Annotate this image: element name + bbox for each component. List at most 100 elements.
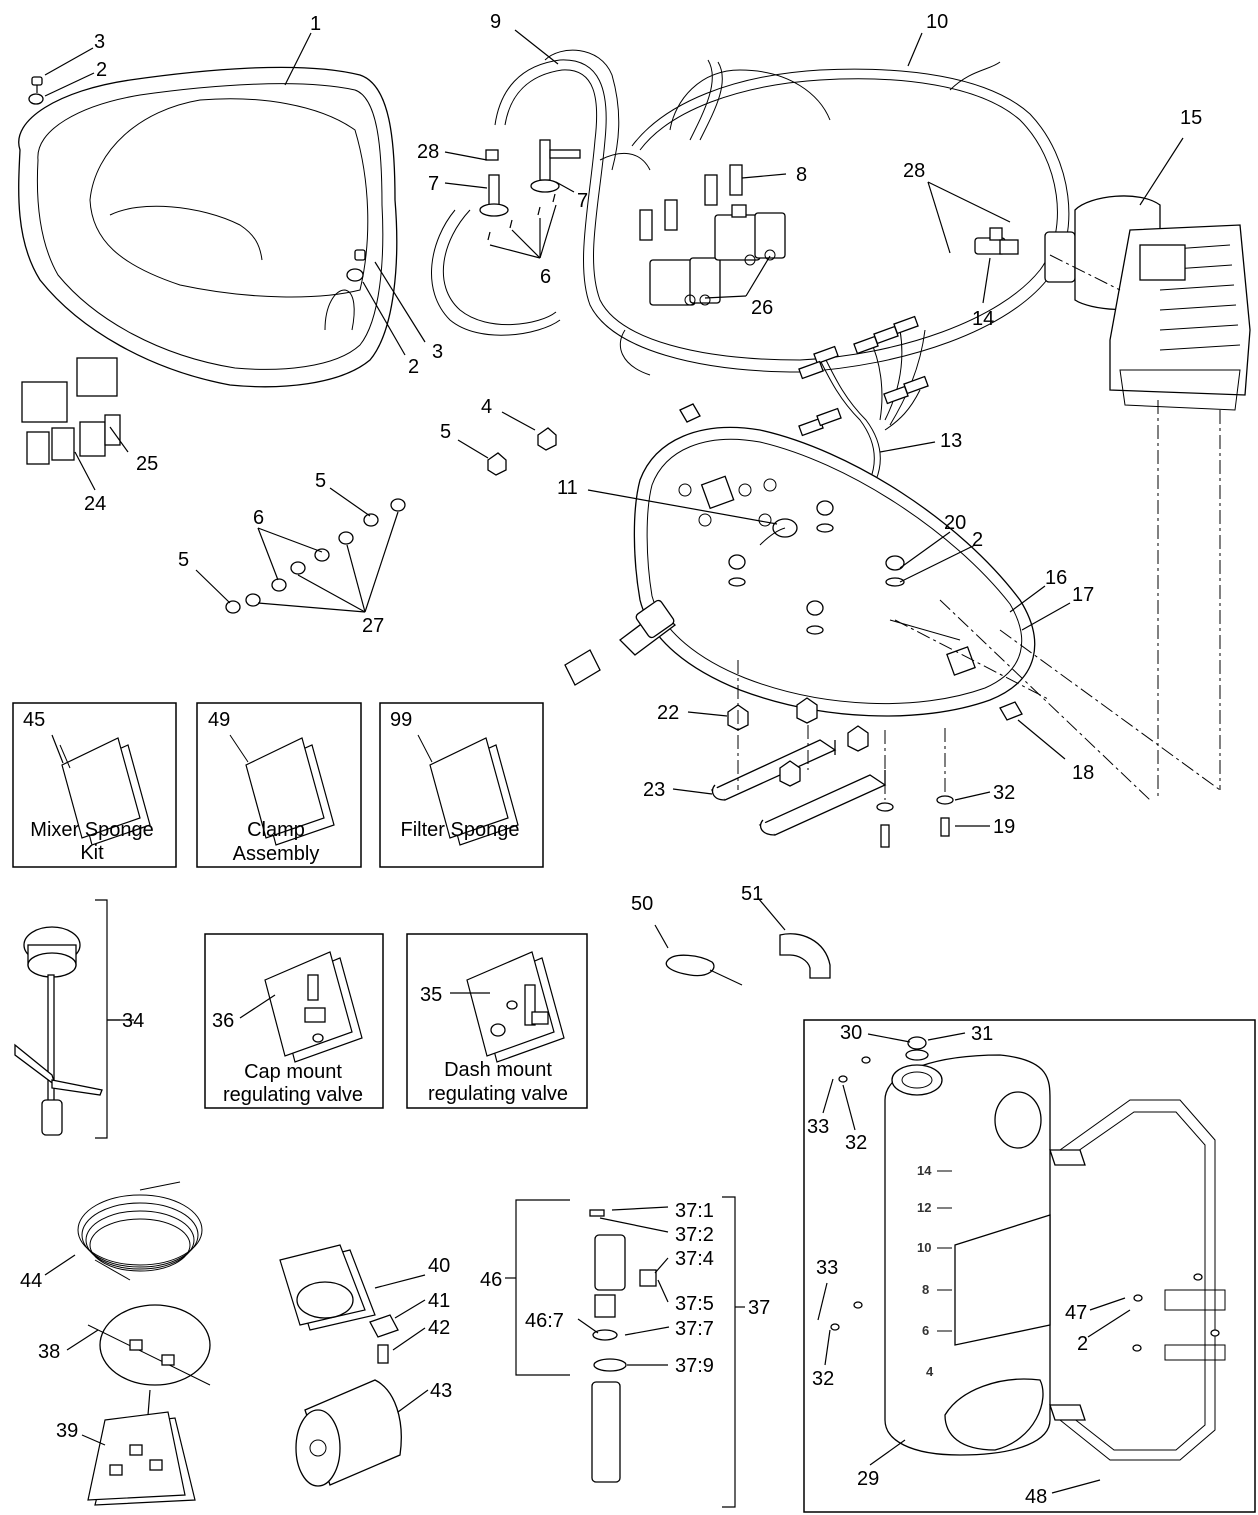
callout-38: 38 <box>38 1341 60 1363</box>
callout-33: 33 <box>816 1257 838 1279</box>
callout-24: 24 <box>84 493 106 515</box>
callout-43: 43 <box>430 1380 452 1402</box>
callout-48: 48 <box>1025 1486 1047 1508</box>
kit-caption-mixer-sponge-1: Mixer Sponge <box>30 819 153 841</box>
screw-washer-right <box>346 249 366 282</box>
callout-3: 3 <box>94 31 105 53</box>
kit-caption-mixer-sponge-2: Kit <box>80 842 104 864</box>
callout-32: 32 <box>845 1132 867 1154</box>
kit-box-filter-sponge <box>379 702 544 868</box>
kit-bag-40 <box>279 1244 376 1331</box>
callout-37-5: 37:5 <box>675 1293 714 1315</box>
plate-38 <box>87 1304 211 1416</box>
kit-caption-dash-mount-1: Dash mount <box>444 1059 552 1081</box>
callout-7: 7 <box>577 190 588 212</box>
callout-51: 51 <box>741 883 763 905</box>
callout-41: 41 <box>428 1290 450 1312</box>
tank-scale-mark: 6 <box>922 1323 929 1338</box>
callout-23: 23 <box>643 779 665 801</box>
callout-42: 42 <box>428 1317 450 1339</box>
tank-frame-48 <box>1049 1099 1226 1461</box>
callout-6: 6 <box>253 507 264 529</box>
tank-scale-mark: 14 <box>917 1163 932 1178</box>
callout-30: 30 <box>840 1022 862 1044</box>
callout-49: 49 <box>208 709 230 731</box>
callout-37-4: 37:4 <box>675 1248 714 1270</box>
callout-2: 2 <box>96 59 107 81</box>
kit-caption-cap-mount-1: Cap mount <box>244 1061 342 1083</box>
callout-5: 5 <box>440 421 451 443</box>
callout-16: 16 <box>1045 567 1067 589</box>
callout-36: 36 <box>212 1010 234 1032</box>
kit-bag-39 <box>87 1411 196 1506</box>
tank-scale-mark: 8 <box>922 1282 929 1297</box>
kit-box-clamp-assembly <box>196 702 362 868</box>
nuts-4-5 <box>487 427 557 476</box>
callout-13: 13 <box>940 430 962 452</box>
kit-caption-clamp-2: Assembly <box>233 843 320 865</box>
callout-14: 14 <box>972 308 994 330</box>
tank-scale-mark: 10 <box>917 1240 931 1255</box>
brackets-23 <box>710 697 887 836</box>
callout-3: 3 <box>432 341 443 363</box>
base-plate <box>633 426 1036 717</box>
decal-labels <box>21 357 121 465</box>
nuts-washers <box>728 500 905 635</box>
pump-15 <box>1044 195 1251 411</box>
elbow-fitting-14 <box>974 227 1019 255</box>
elbow-51 <box>779 933 831 979</box>
callout-32: 32 <box>993 782 1015 804</box>
part-41-42 <box>369 1314 399 1364</box>
callout-34: 34 <box>122 1010 144 1032</box>
callout-labels: 1 3 2 3 2 9 10 28 7 7 6 8 26 28 14 15 4 … <box>20 11 1202 1508</box>
tank-level-scale: 14 12 10 8 6 4 <box>917 1163 952 1379</box>
callout-10: 10 <box>926 11 948 33</box>
tank-screws <box>830 1056 1220 1352</box>
callout-15: 15 <box>1180 107 1202 129</box>
callout-25: 25 <box>136 453 158 475</box>
callout-8: 8 <box>796 164 807 186</box>
motor-43 <box>295 1379 402 1487</box>
kit-caption-filter-sponge: Filter Sponge <box>401 819 520 841</box>
callout-7: 7 <box>428 173 439 195</box>
callout-5: 5 <box>178 549 189 571</box>
callout-29: 29 <box>857 1468 879 1490</box>
callout-44: 44 <box>20 1270 42 1292</box>
callout-4: 4 <box>481 396 492 418</box>
callout-5: 5 <box>315 470 326 492</box>
callout-26: 26 <box>751 297 773 319</box>
callout-31: 31 <box>971 1023 993 1045</box>
callout-46-7: 46:7 <box>525 1310 564 1332</box>
callout-2: 2 <box>408 356 419 378</box>
callout-47: 47 <box>1065 1302 1087 1324</box>
callout-99: 99 <box>390 709 412 731</box>
callout-46: 46 <box>480 1269 502 1291</box>
cable-tie-50 <box>665 954 743 986</box>
callout-2: 2 <box>1077 1333 1088 1355</box>
filter-assembly-46 <box>505 1196 745 1508</box>
callout-37-2: 37:2 <box>675 1224 714 1246</box>
assembly-dashed-lines <box>737 254 1221 801</box>
leader-lines <box>44 29 1184 1494</box>
callout-37-7: 37:7 <box>675 1318 714 1340</box>
callout-27: 27 <box>362 615 384 637</box>
fitting-7-right <box>530 139 581 193</box>
screws-6 <box>487 193 556 241</box>
kit-box-cap-mount-valve <box>204 933 384 1109</box>
kit-captions: Mixer Sponge Kit Clamp Assembly Filter S… <box>30 819 568 1106</box>
clip-18 <box>999 701 1023 721</box>
hose-assembly <box>431 49 1070 376</box>
callout-17: 17 <box>1072 584 1094 606</box>
callout-1: 1 <box>310 13 321 35</box>
callout-50: 50 <box>631 893 653 915</box>
callout-35: 35 <box>420 984 442 1006</box>
callout-18: 18 <box>1072 762 1094 784</box>
callout-40: 40 <box>428 1255 450 1277</box>
callout-28: 28 <box>417 141 439 163</box>
grommet-11 <box>759 518 798 546</box>
callout-19: 19 <box>993 816 1015 838</box>
tank-assembly-box <box>803 1019 1256 1513</box>
callout-45: 45 <box>23 709 45 731</box>
wire-harness-13 <box>789 315 929 531</box>
